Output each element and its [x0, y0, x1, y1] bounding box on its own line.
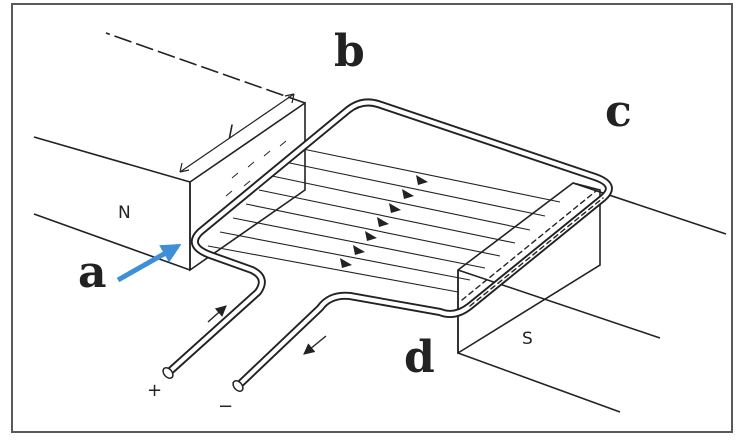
label-c: c [605, 86, 632, 137]
length-dimension-line [179, 93, 295, 173]
field-line [207, 245, 459, 293]
label-d: d [404, 332, 435, 383]
south-magnet-top-front-edge [457, 269, 661, 339]
plus-terminal-label: + [147, 380, 162, 401]
field-line [219, 231, 471, 281]
field-line [271, 175, 531, 231]
north-pole-label: N [118, 203, 131, 223]
figure-border [11, 3, 733, 433]
south-magnet [457, 182, 727, 413]
current-in-arrow [207, 305, 227, 323]
north-magnet-bottom-edge [33, 213, 191, 271]
label-a: a [78, 247, 107, 298]
south-pole-label: S [522, 329, 533, 349]
field-line [232, 217, 486, 269]
label-b: b [334, 26, 365, 77]
current-arrows [207, 305, 327, 355]
south-magnet-top-back-edge [572, 182, 727, 235]
wire-core [165, 100, 611, 389]
north-face-ticks [225, 140, 287, 197]
wire-loop [162, 98, 613, 393]
south-magnet-face [457, 182, 601, 355]
minus-terminal-label: − [218, 396, 233, 417]
field-line [258, 189, 516, 244]
south-magnet-bottom-edge [457, 352, 621, 413]
north-magnet [33, 32, 306, 272]
pointer-arrow-a [116, 243, 182, 283]
magnetic-field-lines [207, 147, 561, 293]
length-label: l [228, 122, 233, 143]
north-magnet-top-front-edge [33, 136, 191, 183]
north-magnet-top-back-edge [105, 32, 306, 104]
field-line [245, 203, 501, 257]
field-line [297, 147, 561, 203]
field-line [284, 161, 546, 217]
current-out-arrow [303, 335, 327, 355]
field-arrowheads [340, 175, 428, 268]
